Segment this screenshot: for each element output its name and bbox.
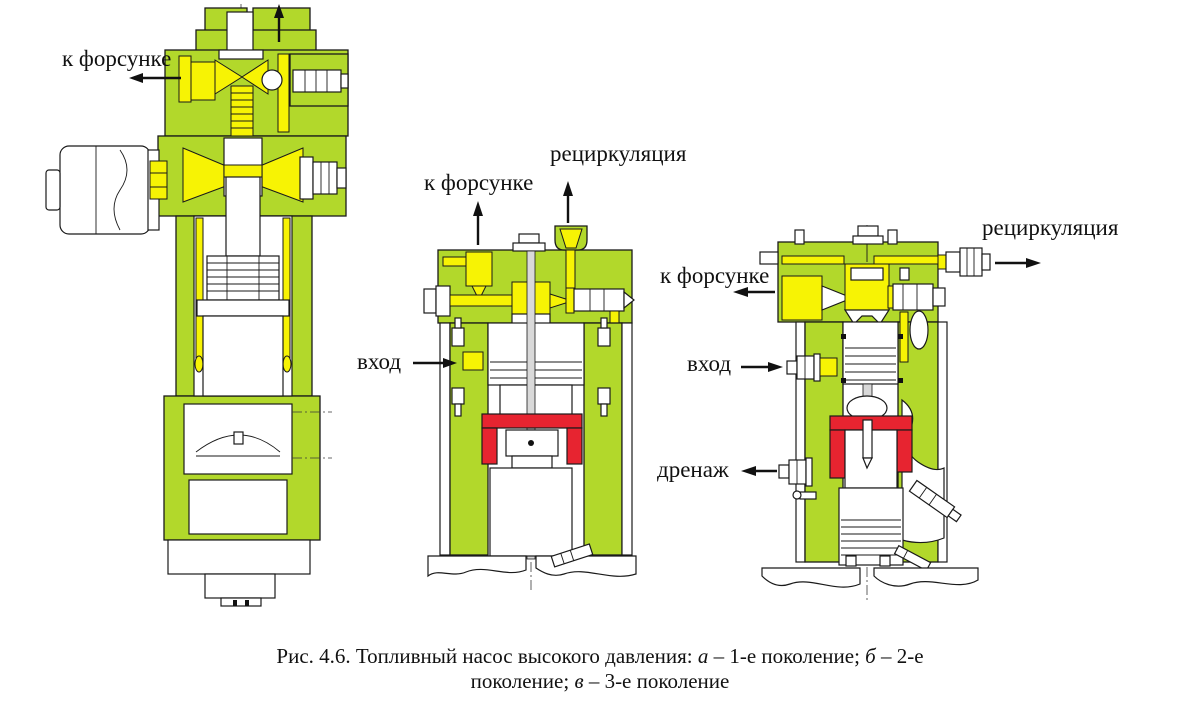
pump-b-body xyxy=(439,250,633,560)
pump-b-recirculation-label: рециркуляция xyxy=(550,141,687,166)
pump-b-to-injector-arrow xyxy=(473,201,483,245)
pump-b-recirculation-arrow xyxy=(563,181,573,223)
pump-c-to-injector-arrow xyxy=(733,287,775,297)
pump-a-lower xyxy=(167,403,332,607)
caption-line-1: Рис. 4.6. Топливный насос высокого давле… xyxy=(276,644,924,668)
pump-c-drain-fitting xyxy=(778,457,813,487)
pump-b-inlet-arrow xyxy=(413,358,457,368)
pump-b-base-plate xyxy=(427,543,637,578)
pump-c-diagram xyxy=(733,225,1041,600)
pump-a-side-unit xyxy=(45,145,168,235)
pump-c-inlet-fitting xyxy=(786,353,838,382)
pump-b-tappet-fork xyxy=(481,413,583,557)
figure-caption: Рис. 4.6. Топливный насос высокого давле… xyxy=(0,644,1200,694)
pump-a-barrel xyxy=(193,176,293,397)
pump-c-inlet-label: вход xyxy=(687,351,732,376)
pump-b-diagram xyxy=(413,181,637,592)
pump-a-head-internals xyxy=(178,11,349,137)
pump-c-tappet-fork xyxy=(829,395,913,489)
pump-b-inlet-label: вход xyxy=(357,349,402,374)
pump-c-recirculation-arrow xyxy=(995,258,1041,268)
pump-c-lower-cylinder xyxy=(838,479,962,572)
pump-c-to-injector-label: к форсунке xyxy=(660,263,770,288)
caption-line-2: поколение; в – 3-е поколение xyxy=(470,669,730,693)
pump-c-drain-label: дренаж xyxy=(657,457,729,482)
pump-a-to-injector-label: к форсунке xyxy=(62,46,172,71)
pump-c-base-plate xyxy=(761,567,979,588)
pump-c-head xyxy=(759,225,991,325)
pump-c-inlet-arrow xyxy=(741,362,783,372)
pump-c-drain-arrow xyxy=(741,466,777,476)
pump-a-outlet-arrow-up xyxy=(274,4,284,42)
pump-a-diagram xyxy=(45,4,349,607)
pump-c-recirculation-label: рециркуляция xyxy=(982,215,1119,240)
pumps-drawing xyxy=(45,4,1041,607)
pump-b-to-injector-label: к форсунке xyxy=(424,170,534,195)
pump-a-to-injector-arrow xyxy=(129,73,181,83)
